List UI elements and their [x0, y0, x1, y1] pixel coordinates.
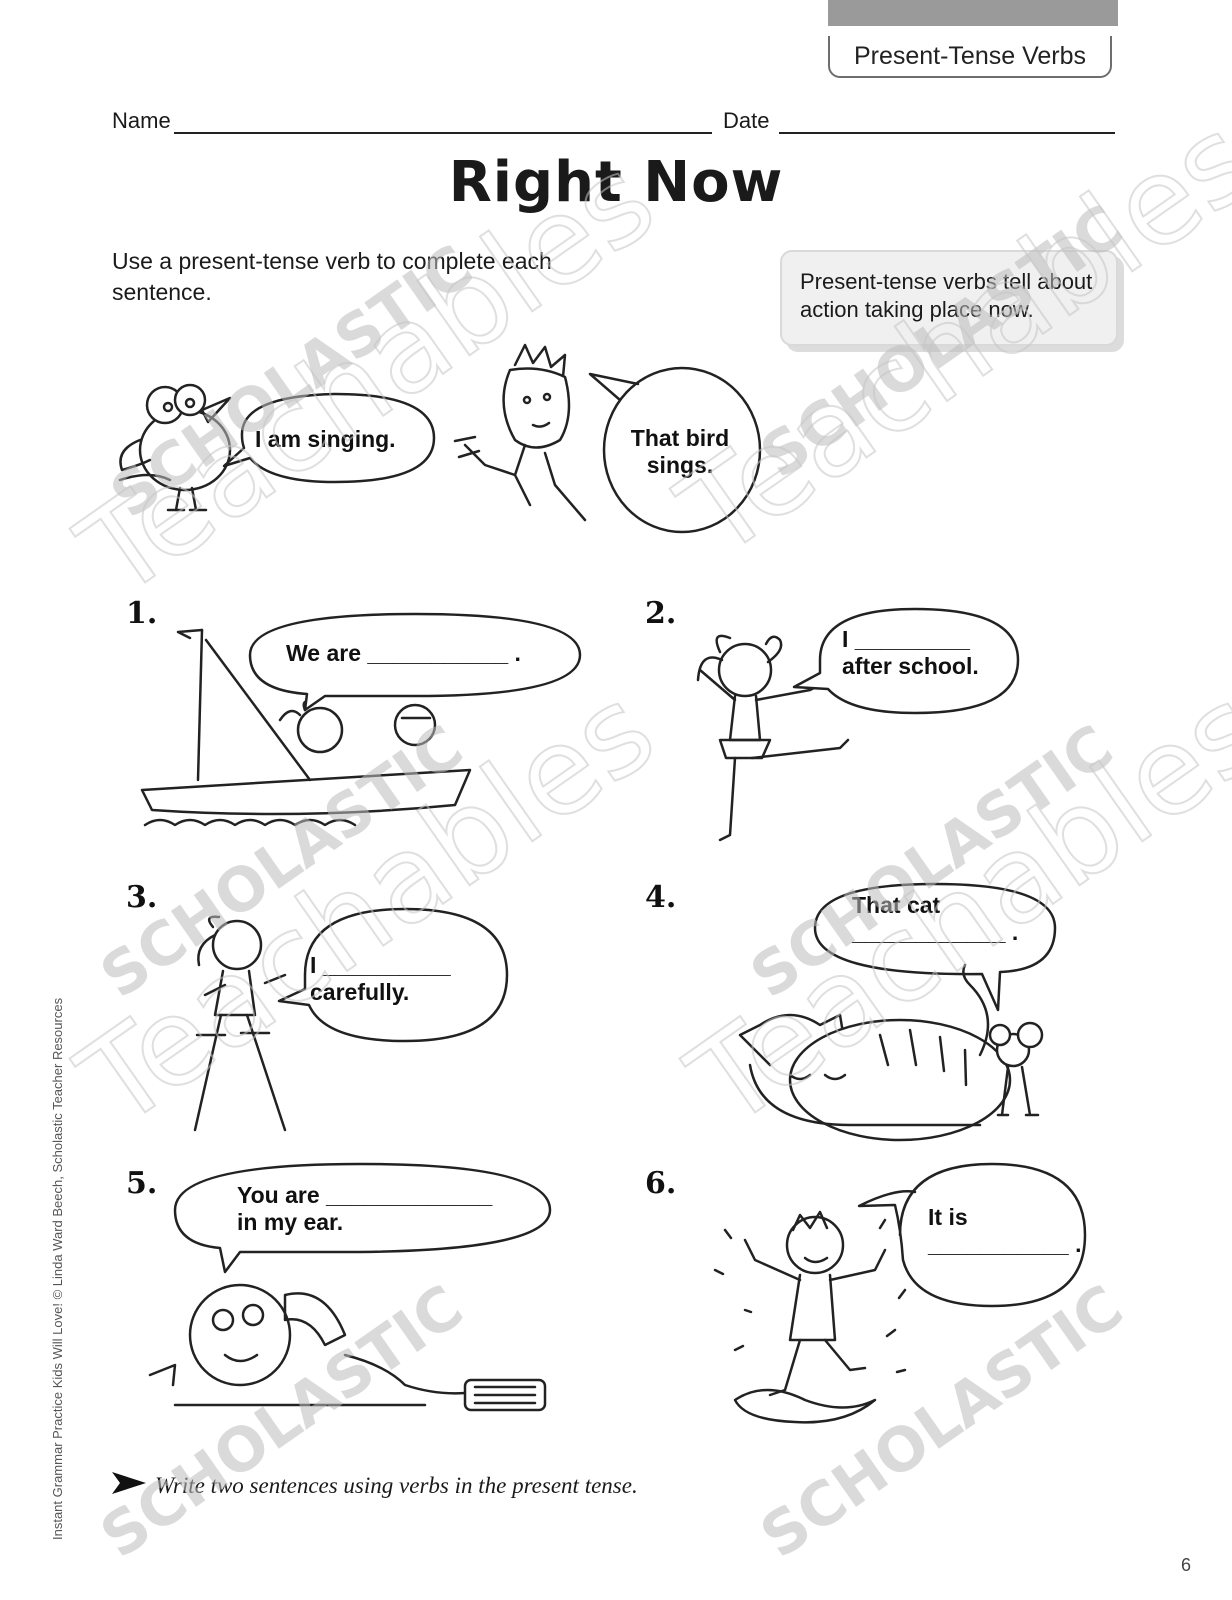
item-4-number: 4.: [645, 880, 677, 915]
item-4-bubble-text: That cat ____________ .: [852, 892, 1019, 945]
bird-illustration: [118, 383, 232, 512]
cat-and-mouse-illustration: [738, 963, 1044, 1142]
name-field[interactable]: [174, 132, 712, 134]
bird-speech-bubble: [222, 392, 436, 484]
puddle-jumper-illustration: [713, 1210, 907, 1424]
item-6-number: 6.: [645, 1166, 677, 1201]
topic-label: Present-Tense Verbs: [853, 41, 1087, 70]
page-title: Right Now: [448, 150, 784, 215]
dancing-girl-illustration: [696, 634, 850, 842]
item-2-speech-bubble: [792, 607, 1020, 715]
item-5-bubble-text: You are _____________ in my ear.: [237, 1182, 493, 1235]
item-1-bubble-text: We are ___________ .: [286, 640, 521, 666]
name-label: Name: [112, 108, 171, 133]
date-field[interactable]: [779, 132, 1115, 134]
item-6-bubble-text: It is ___________ .: [928, 1204, 1082, 1257]
item-5-number: 5.: [126, 1166, 158, 1201]
boy-speech-bubble: [588, 366, 762, 534]
item-3-number: 3.: [126, 880, 158, 915]
item-3-bubble-text: I __________ carefully.: [310, 952, 451, 1005]
page-number: 6: [1181, 1555, 1192, 1575]
tip-text: Present-tense verbs tell about action ta…: [800, 269, 1093, 322]
stilts-girl-illustration: [193, 915, 287, 1132]
item-2-number: 2.: [645, 596, 677, 631]
item-3-speech-bubble: [277, 907, 509, 1043]
item-1-speech-bubble: [248, 612, 582, 712]
boy-bubble-text: That bird sings.: [630, 425, 730, 478]
tip-box: Present-tense verbs tell about action ta…: [780, 250, 1118, 346]
item-6-speech-bubble: [857, 1162, 1087, 1308]
item-5-speech-bubble: [173, 1162, 552, 1274]
item-1-number: 1.: [126, 596, 158, 631]
header-tab-bar: [828, 0, 1118, 26]
side-credit: Instant Grammar Practice Kids Will Love!…: [50, 997, 65, 1540]
item-2-bubble-text: I _________ after school.: [842, 626, 979, 679]
instructions: Use a present-tense verb to complete eac…: [112, 248, 552, 305]
final-prompt: Write two sentences using verbs in the p…: [155, 1473, 638, 1498]
arrow-bullet-icon: [112, 1472, 146, 1494]
item-4-speech-bubble: [813, 882, 1057, 1012]
topic-tab: Present-Tense Verbs: [828, 36, 1112, 78]
sailboat-illustration: [140, 628, 472, 827]
bird-bubble-text: I am singing.: [255, 426, 396, 452]
phone-call-illustration: [148, 1283, 547, 1412]
date-label: Date: [723, 108, 770, 133]
boy-pointing-illustration: [453, 343, 587, 522]
